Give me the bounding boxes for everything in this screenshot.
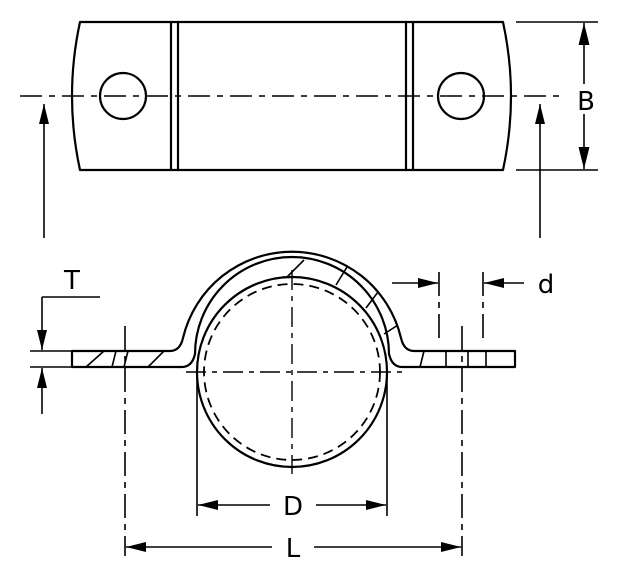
dimension-label-L: L [286, 534, 301, 564]
strap-outline [70, 20, 513, 172]
dimension-label-d-small: d [538, 270, 555, 300]
dimension-l [124, 326, 463, 556]
front-view [70, 250, 517, 474]
dimension-label-b: B [577, 87, 595, 117]
flange-hatching [85, 350, 487, 368]
section-arrows [39, 104, 545, 238]
dimension-d-small [392, 272, 524, 340]
dimension-d-large [196, 378, 388, 516]
strap-profile [70, 250, 517, 369]
dimension-label-t: T [63, 266, 80, 296]
dimension-t [30, 296, 100, 414]
saddle-hatching [286, 259, 399, 335]
b-label-background [572, 84, 602, 114]
top-view [20, 20, 562, 172]
dimension-label-D: D [283, 492, 303, 522]
